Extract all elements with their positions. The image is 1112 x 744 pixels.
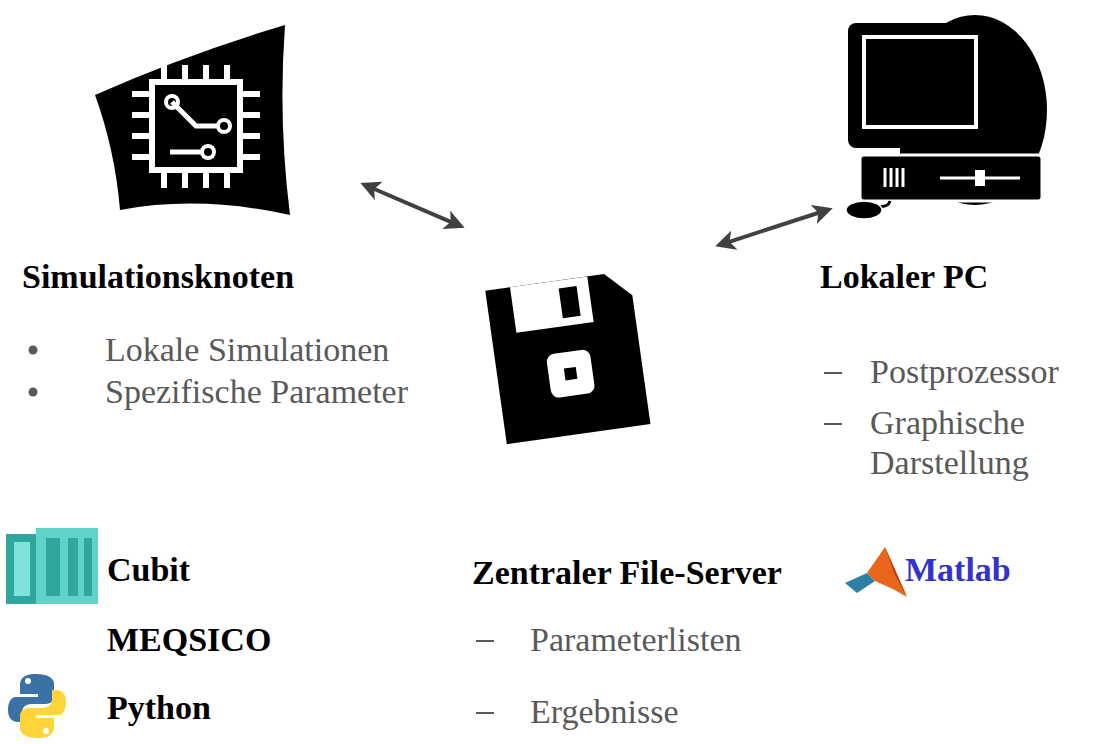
bullet-dash	[476, 712, 494, 714]
chip-icon	[90, 20, 295, 220]
software-label: MEQSICO	[107, 620, 271, 660]
software-label: Matlab	[905, 550, 1011, 590]
node-item: Ergebnisse	[530, 692, 679, 732]
node-heading: Simulationsknoten	[22, 257, 294, 297]
system-node: Zentraler File-ServerParameterlistenErge…	[465, 255, 786, 736]
node-item: Lokale Simulationen	[105, 330, 389, 370]
cubit-logo	[6, 528, 98, 604]
node-heading: Lokaler PC	[820, 257, 988, 297]
matlab-logo	[845, 547, 907, 597]
python-logo	[8, 674, 66, 738]
floppy-icon	[480, 260, 655, 450]
software-label: Python	[107, 688, 211, 728]
system-node: SimulationsknotenLokale SimulationenSpez…	[10, 15, 413, 416]
bullet-dot	[29, 346, 38, 355]
node-item: Spezifische Parameter	[105, 372, 408, 412]
bullet-dash	[824, 423, 842, 425]
system-node: Lokaler PC PostprozessorGraphische Darste…	[810, 10, 1104, 487]
pc-icon	[830, 15, 1050, 220]
bullet-dash	[476, 640, 494, 642]
node-item: Graphische Darstellung	[870, 403, 1100, 483]
node-item: Parameterlisten	[530, 620, 741, 660]
bullet-dot	[29, 388, 38, 397]
bullet-dash	[824, 372, 842, 374]
data-flow-arrow	[365, 185, 460, 226]
node-item: Postprozessor	[870, 352, 1059, 392]
node-heading: Zentraler File-Server	[472, 553, 782, 593]
software-label: Cubit	[107, 550, 190, 590]
data-flow-arrow	[720, 210, 828, 245]
